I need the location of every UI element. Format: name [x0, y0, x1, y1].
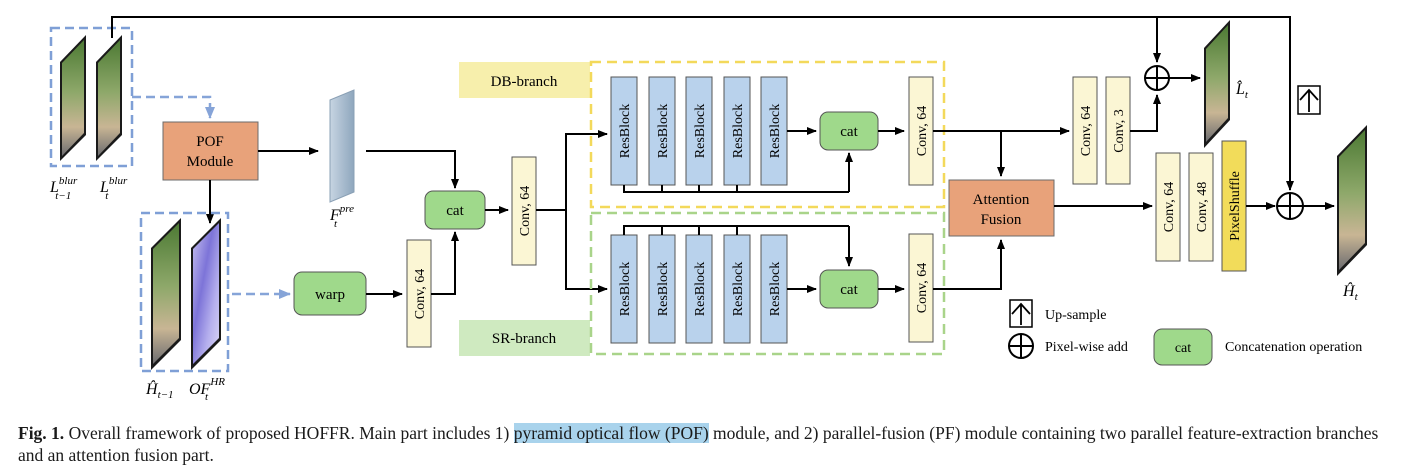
- h-hat-image: [1337, 125, 1367, 276]
- db-resblocks: ResBlock ResBlock ResBlock ResBlock ResB…: [610, 76, 788, 186]
- upsample-icon: [1009, 299, 1033, 328]
- db-branch-box: [589, 60, 946, 209]
- input-dashed-box: [49, 26, 134, 168]
- pixel-add-icon: [1008, 333, 1034, 359]
- upsample-icon-top: [1297, 85, 1321, 115]
- sr-resblock-5: [760, 234, 788, 344]
- prev-dashed-box: [139, 211, 230, 373]
- sr-branch-box: [589, 211, 946, 356]
- legend-upsample: Up-sample: [1045, 308, 1106, 323]
- legend-concat: Concatenation operation: [1225, 340, 1362, 355]
- sr-resblock-3: [685, 234, 713, 344]
- pixelshuffle-box: [1221, 140, 1247, 272]
- conv-warp: [406, 239, 432, 348]
- arrow-sr-to-attention: [933, 239, 1005, 290]
- sr-branch-tag: [459, 320, 590, 356]
- legend-cat-box: [1153, 328, 1213, 366]
- arrow-db-to-attention: [933, 130, 1005, 177]
- db-resblock-2-label: ResBlock: [656, 104, 671, 158]
- figure-caption: Fig. 1. Overall framework of proposed HO…: [18, 422, 1403, 466]
- attention-label-1: Attention: [973, 192, 1030, 208]
- attention-fusion: [948, 179, 1055, 237]
- db-resblock-4-label: ResBlock: [731, 104, 746, 158]
- db-resblock-2: [648, 76, 676, 186]
- db-skip-lines: [623, 185, 849, 193]
- sr-resblock-1-label: ResBlock: [618, 262, 633, 316]
- conv-warp-label: Conv, 64: [413, 269, 428, 319]
- of-hr-image: [191, 218, 221, 370]
- sr-resblock-5-label: ResBlock: [768, 262, 783, 316]
- sr-conv: [908, 233, 934, 343]
- warp-label: warp: [315, 287, 345, 303]
- sr-resblock-3-label: ResBlock: [693, 262, 708, 316]
- conv-lhat-64: [1072, 76, 1098, 185]
- sr-resblock-4-label: ResBlock: [731, 262, 746, 316]
- fig-label: Fig. 1.: [18, 423, 65, 443]
- arrow-to-sr-branch: [565, 210, 608, 293]
- db-cat-label: cat: [840, 124, 858, 140]
- db-resblock-3: [685, 76, 713, 186]
- pof-module-label-2: Module: [187, 154, 234, 170]
- sr-resblock-2-label: ResBlock: [656, 262, 671, 316]
- db-resblock-5: [760, 76, 788, 186]
- conv-hr-48: [1188, 152, 1214, 262]
- caption-part2: module, and 2) parallel-fusion (PF) modu…: [18, 423, 1379, 465]
- conv-hr-64-label: Conv, 64: [1162, 182, 1177, 232]
- legend: Up-sample Pixel-wise add cat Concatenati…: [1008, 299, 1362, 366]
- arrow-conv3-to-add: [1130, 94, 1161, 132]
- arrow-to-db-branch: [536, 130, 608, 211]
- h-prev-image: [151, 218, 181, 370]
- sr-conv-label: Conv, 64: [915, 263, 930, 313]
- pof-module-label-1: POF: [196, 134, 224, 150]
- legend-cat-label: cat: [1175, 341, 1191, 356]
- pixel-add-icon-lhat: [1144, 65, 1170, 91]
- l-blur-prev-image: [60, 35, 86, 161]
- legend-pixelwise-add: Pixel-wise add: [1045, 340, 1128, 355]
- sr-resblock-1: [610, 234, 638, 344]
- attention-label-2: Fusion: [981, 212, 1022, 228]
- conv-lhat-64-label: Conv, 64: [1079, 106, 1094, 156]
- conv-hr-64: [1155, 152, 1181, 262]
- l-blur-t-image: [96, 35, 122, 161]
- db-resblock-1-label: ResBlock: [618, 104, 633, 158]
- caption-highlight: pyramid optical flow (POF): [513, 423, 709, 443]
- sr-cat-label: cat: [840, 282, 858, 298]
- sr-branch-label: SR-branch: [492, 331, 557, 347]
- db-branch-tag: [459, 62, 590, 98]
- db-conv-label: Conv, 64: [915, 106, 930, 156]
- conv-shared-label: Conv, 64: [518, 186, 533, 236]
- sr-resblocks: ResBlock ResBlock ResBlock ResBlock ResB…: [610, 234, 788, 344]
- l-hat-image: [1204, 20, 1230, 148]
- f-pre-feature: [329, 89, 355, 203]
- sr-skip-lines: [623, 225, 849, 235]
- sr-resblock-2: [648, 234, 676, 344]
- sr-resblock-4: [723, 234, 751, 344]
- db-resblock-4: [723, 76, 751, 186]
- db-resblock-3-label: ResBlock: [693, 104, 708, 158]
- cat-main-label: cat: [446, 203, 464, 219]
- conv-lhat-3: [1105, 76, 1131, 185]
- h-prev-label: Ĥt−1: [145, 379, 174, 400]
- db-branch-label: DB-branch: [491, 74, 558, 90]
- arrow-input-to-pof: [132, 95, 215, 119]
- caption-part1: Overall framework of proposed HOFFR. Mai…: [64, 423, 514, 443]
- arrow-fpre-to-cat: [366, 150, 459, 189]
- arrow-conv-to-cat: [431, 231, 459, 295]
- conv-lhat-3-label: Conv, 3: [1112, 109, 1127, 152]
- pixelshuffle-label: PixelShuffle: [1228, 171, 1243, 241]
- l-hat-label: L̂t: [1235, 79, 1249, 101]
- pixel-add-icon-hr: [1276, 192, 1304, 220]
- db-resblock-1: [610, 76, 638, 186]
- pof-module: [162, 121, 259, 181]
- conv-hr-48-label: Conv, 48: [1195, 182, 1210, 232]
- db-resblock-5-label: ResBlock: [768, 104, 783, 158]
- h-hat-label: Ĥt: [1342, 281, 1359, 303]
